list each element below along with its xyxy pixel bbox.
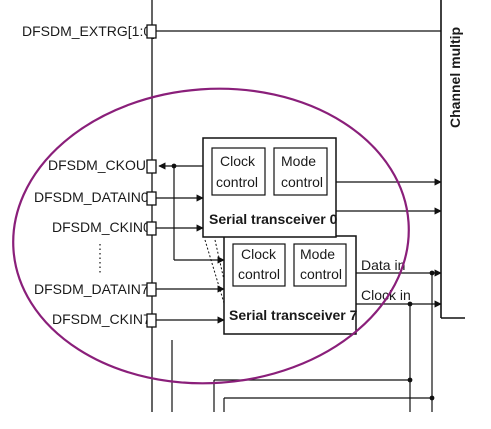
t7-clock-control-box — [232, 243, 286, 287]
feedback-junction-1 — [407, 377, 413, 383]
t7-mode-label-1: Mode — [300, 246, 335, 262]
pin-label-extrg: DFSDM_EXTRG[1:0] — [22, 23, 155, 39]
t0-clock-control-box — [211, 147, 266, 196]
t7-mode-control-box — [293, 243, 347, 287]
t0-mode-label-2: control — [281, 174, 323, 190]
multiplexer-label: Channel multip — [447, 27, 463, 128]
t7-title: Serial transceiver 7 — [229, 307, 358, 323]
internal-dashed-2 — [214, 239, 225, 281]
clock-in-label: Clock in — [361, 287, 411, 303]
pin-label-ckout: DFSDM_CKOUT — [48, 157, 155, 173]
pin-label-datain7: DFSDM_DATAIN7 — [34, 281, 149, 297]
feedback-junction-2 — [429, 395, 435, 401]
pin-label-datain0: DFSDM_DATAIN0 — [34, 189, 149, 205]
t0-clock-label-2: control — [216, 174, 258, 190]
t0-clock-label-1: Clock — [220, 153, 256, 169]
internal-dashed-1 — [204, 239, 225, 304]
pin-ckin0[interactable] — [146, 221, 157, 236]
pin-extrg[interactable] — [146, 24, 157, 39]
t7-clock-label-2: control — [238, 266, 280, 282]
pin-ckout[interactable] — [146, 159, 157, 174]
t7-mode-label-2: control — [300, 266, 342, 282]
data-in-label: Data in — [361, 257, 405, 273]
t0-mode-control-box — [273, 147, 328, 196]
pin-label-ckin0: DFSDM_CKIN0 — [52, 219, 151, 235]
pin-datain7[interactable] — [146, 282, 157, 297]
t0-title: Serial transceiver 0 — [209, 211, 338, 227]
pin-ckin7[interactable] — [146, 313, 157, 328]
pin-label-ckin7: DFSDM_CKIN7 — [52, 311, 151, 327]
t7-clock-label-1: Clock — [241, 246, 277, 262]
pin-datain0[interactable] — [146, 191, 157, 206]
t0-mode-label-1: Mode — [281, 153, 316, 169]
highlight-ellipse — [12, 87, 410, 385]
